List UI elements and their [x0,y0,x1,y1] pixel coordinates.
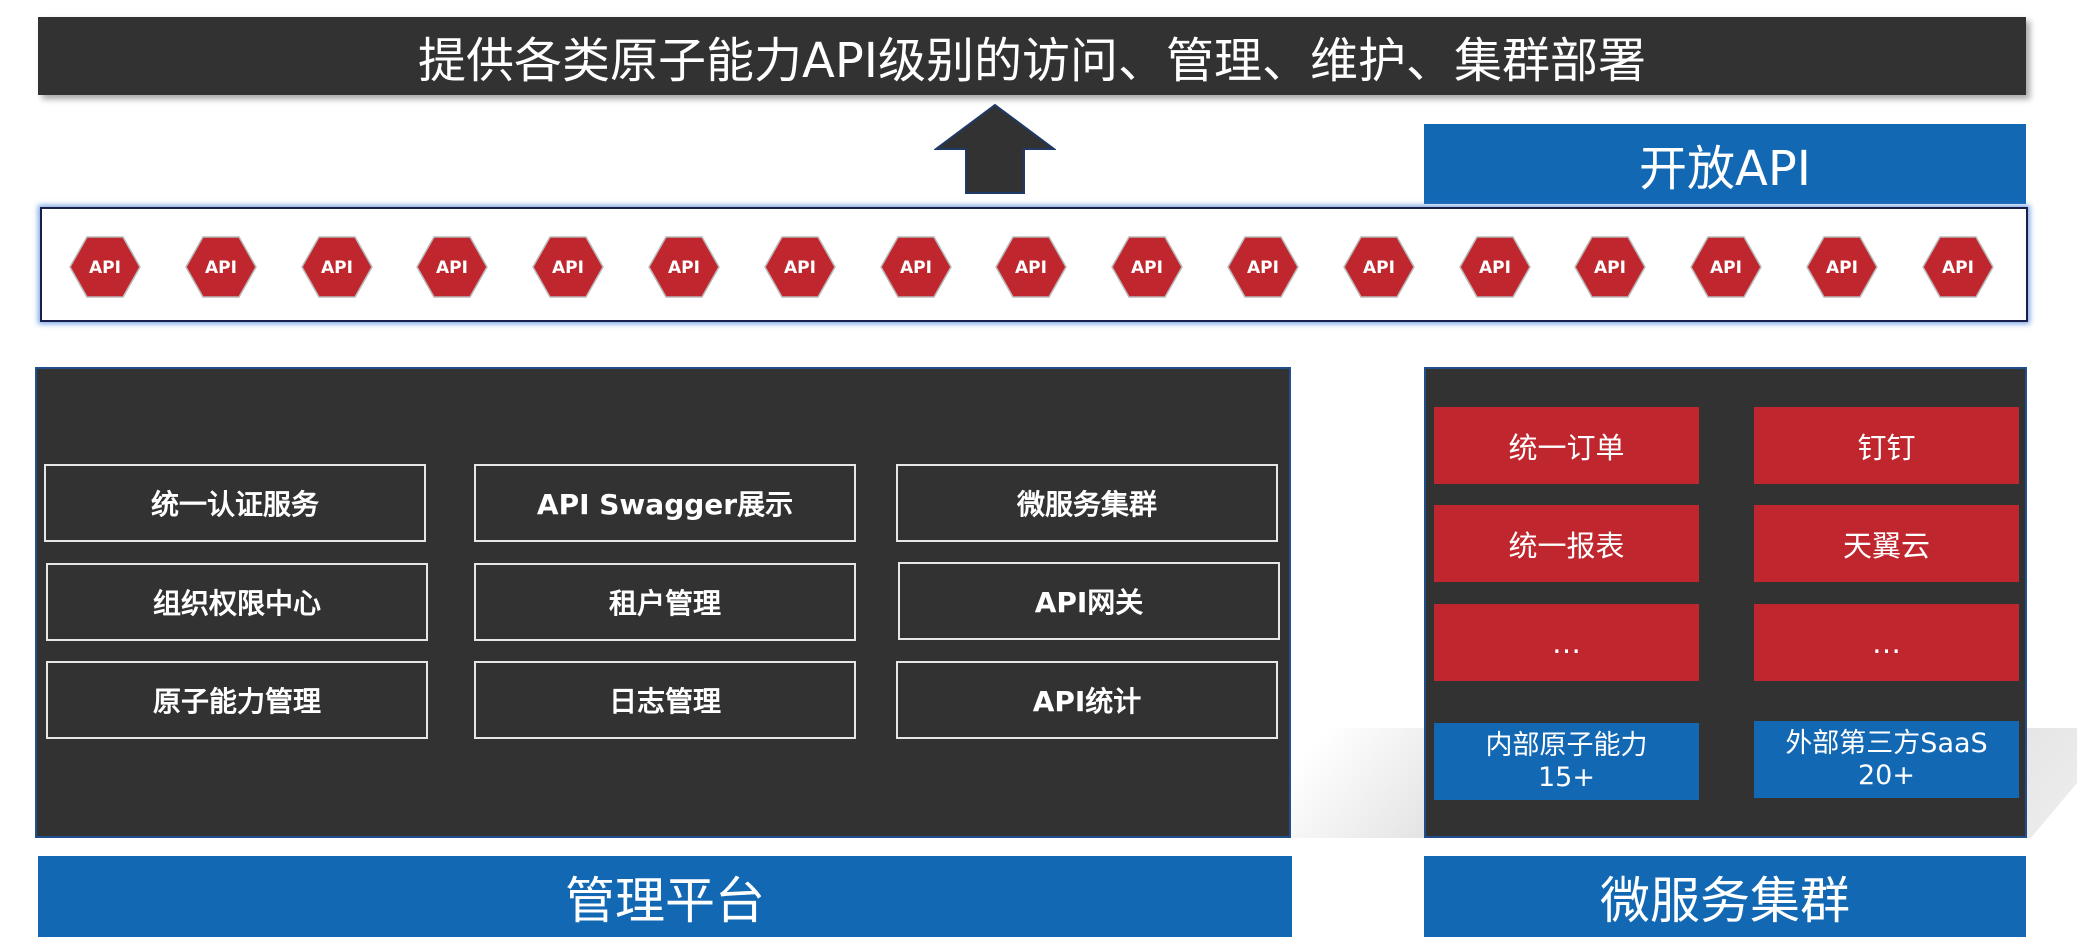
external-item-label: 天翼云 [1842,528,1930,563]
api-badge-label: API [1594,258,1626,278]
up-arrow-icon [932,103,1058,195]
hexagon-icon: API [69,236,141,298]
external-saas-caption: 外部第三方SaaS [1785,727,1988,759]
api-badge-label: API [1942,258,1974,278]
internal-capability-count: 15+ [1538,761,1595,793]
internal-item-unified-report: 统一报表 [1434,505,1699,582]
internal-item-label: … [1552,625,1581,660]
api-badge: API [416,236,489,298]
feature-label: 统一认证服务 [150,488,319,521]
management-panel: 统一认证服务 API Swagger展示 微服务集群 组织权限中心 租户管理 A… [35,367,1291,838]
api-badge-label: API [436,258,468,278]
feature-label: 日志管理 [608,685,721,718]
feature-label: 租户管理 [608,587,721,620]
api-badge: API [532,236,605,298]
api-badge-label: API [1015,258,1047,278]
hexagon-icon: API [995,236,1068,298]
internal-item-label: 统一报表 [1508,528,1625,563]
api-badge: API [1921,236,1994,298]
api-badge: API [1227,236,1299,298]
hexagon-icon: API [1806,236,1878,298]
open-api-label: 开放API [1424,124,2026,204]
hexagon-icon: API [879,236,952,298]
internal-item-unified-order: 统一订单 [1434,407,1699,484]
external-item-more: … [1754,604,2019,681]
api-badge: API [1690,236,1763,298]
hexagon-icon: API [1690,236,1763,298]
hexagon-icon: API [1342,236,1415,298]
microservice-panel: 统一订单 钉钉 统一报表 天翼云 … … 内部原子能力 15+ 外部第三方Saa… [1424,367,2027,838]
external-item-tianyi-cloud: 天翼云 [1754,505,2019,582]
api-badge-label: API [1131,258,1163,278]
api-badge-label: API [1363,258,1395,278]
microservice-cluster-text: 微服务集群 [1600,871,1850,930]
api-badge-label: API [900,258,932,278]
api-badge-label: API [205,258,237,278]
hexagon-icon: API [1111,236,1184,298]
api-strip: API API API API API API API API API API API API API A… [40,207,2028,322]
api-badge: API [300,236,373,298]
api-badge: API [1574,236,1647,298]
top-banner-title: 提供各类原子能力API级别的访问、管理、维护、集群部署 [418,33,1646,89]
api-badge: API [1111,236,1184,298]
feature-api-swagger: API Swagger展示 [474,464,856,542]
feature-label: 原子能力管理 [152,685,321,718]
api-badge: API [1806,236,1878,298]
api-badge-label: API [668,258,700,278]
feature-api-gateway: API网关 [898,562,1280,640]
api-badge: API [995,236,1068,298]
feature-microservice-cluster: 微服务集群 [896,464,1278,542]
feature-org-permission: 组织权限中心 [46,563,428,641]
api-badge-label: API [1247,258,1279,278]
feature-api-statistics: API统计 [896,661,1278,739]
external-item-label: 钉钉 [1857,430,1916,465]
external-saas-count: 20+ [1858,759,1915,791]
feature-unified-auth: 统一认证服务 [44,464,426,542]
api-badge-label: API [321,258,353,278]
api-badge-label: API [1826,258,1858,278]
external-saas-summary: 外部第三方SaaS 20+ [1754,721,2019,798]
api-badge-label: API [1710,258,1742,278]
internal-item-label: 统一订单 [1508,430,1625,465]
external-item-label: … [1872,625,1901,660]
top-banner: 提供各类原子能力API级别的访问、管理、维护、集群部署 [38,17,2026,95]
management-platform-text: 管理平台 [565,871,765,930]
feature-label: API统计 [1032,685,1142,718]
hexagon-icon: API [532,236,605,298]
api-badge: API [879,236,952,298]
api-badge-label: API [552,258,584,278]
hexagon-icon: API [184,236,257,298]
feature-label: API网关 [1034,586,1144,619]
hexagon-icon: API [1921,236,1994,298]
feature-tenant-management: 租户管理 [474,563,856,641]
internal-capability-summary: 内部原子能力 15+ [1434,723,1699,800]
api-badge: API [1342,236,1415,298]
hexagon-icon: API [416,236,489,298]
hexagon-icon: API [763,236,836,298]
feature-label: 组织权限中心 [152,587,321,620]
hexagon-icon: API [648,236,720,298]
api-badge: API [184,236,257,298]
feature-label: API Swagger展示 [536,488,794,521]
feature-log-management: 日志管理 [474,661,856,739]
hexagon-icon: API [1227,236,1299,298]
api-badge: API [763,236,836,298]
management-platform-label: 管理平台 [38,856,1292,937]
hexagon-icon: API [300,236,373,298]
api-badge-label: API [784,258,816,278]
microservice-cluster-label: 微服务集群 [1424,856,2026,937]
internal-item-more: … [1434,604,1699,681]
api-badge: API [1458,236,1531,298]
open-api-text: 开放API [1639,141,1811,197]
internal-capability-caption: 内部原子能力 [1485,729,1648,761]
feature-atomic-capability-management: 原子能力管理 [46,661,428,739]
api-badge-label: API [89,258,121,278]
hexagon-icon: API [1458,236,1531,298]
api-badge: API [69,236,141,298]
api-badge: API [648,236,720,298]
hexagon-icon: API [1574,236,1647,298]
api-badge-label: API [1479,258,1511,278]
external-item-dingtalk: 钉钉 [1754,407,2019,484]
feature-label: 微服务集群 [1016,488,1157,521]
